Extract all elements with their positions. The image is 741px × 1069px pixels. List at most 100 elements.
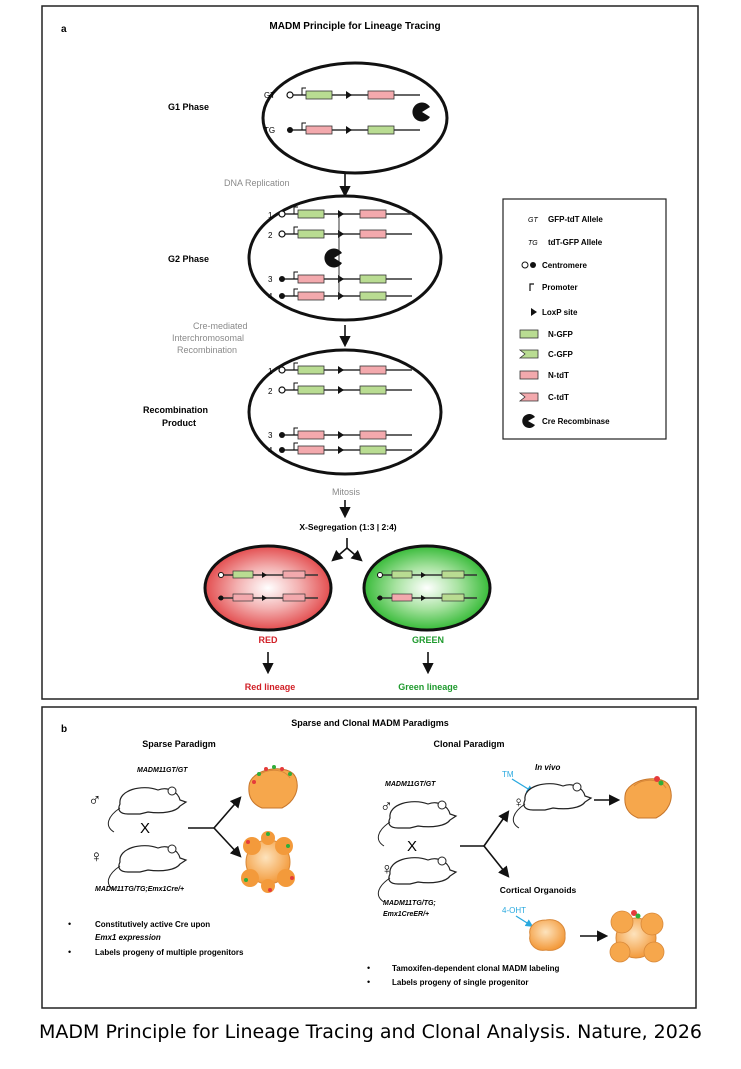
clonal-female-genotype-line2: Emx1CreER/+ — [383, 911, 429, 918]
sparse-female-genotype: MADM11TG/TG;Emx1Cre/+ — [95, 886, 184, 893]
product-label-line1: Recombination — [143, 405, 208, 415]
in-vivo-mouse-icon — [512, 782, 593, 829]
red-daughter-cell — [203, 544, 333, 632]
panel-a-title: MADM Principle for Lineage Tracing — [269, 21, 440, 32]
legend-cre: Cre Recombinase — [522, 414, 610, 428]
clonal-brain-section-icon — [624, 776, 672, 819]
clonal-male-mouse-icon — [377, 800, 458, 847]
red-lineage-label: Red lineage — [245, 682, 296, 692]
cortical-organoids-label: Cortical Organoids — [500, 885, 577, 895]
centromere-open-icon — [521, 261, 529, 269]
sparse-brain-section-icon — [248, 765, 298, 809]
grown-organoid-icon — [609, 910, 665, 963]
in-vivo-label: In vivo — [535, 763, 560, 772]
ngfp-swatch-icon — [519, 329, 539, 339]
clonal-female-symbol-icon: ♀ — [381, 861, 393, 878]
svg-text:N-GFP: N-GFP — [548, 330, 574, 339]
clonal-paradigm-heading: Clonal Paradigm — [433, 739, 504, 749]
sparse-male-genotype: MADM11GT/GT — [137, 767, 188, 774]
product-label-line2: Product — [162, 418, 196, 428]
svg-text:GT: GT — [528, 217, 538, 224]
chrom-label-3-g2: 3 — [268, 275, 273, 284]
sparse-organoid-icon — [241, 831, 295, 893]
clonal-male-symbol-icon: ♂ — [380, 797, 393, 816]
svg-text:LoxP site: LoxP site — [542, 308, 578, 317]
legend-loxp: LoxP site — [531, 308, 578, 317]
legend-cgfp: C-GFP — [518, 349, 574, 359]
sparse-branch-arrows — [188, 796, 242, 858]
sparse-paradigm-heading: Sparse Paradigm — [142, 739, 216, 749]
oht-treatment-arrow — [515, 915, 534, 927]
ntdt-swatch-icon — [519, 370, 539, 380]
female-mouse-icon — [107, 844, 188, 891]
centromere-filled-icon — [530, 262, 536, 268]
green-outcome-label: GREEN — [412, 635, 444, 645]
in-vivo-female-symbol-icon: ♀ — [513, 794, 524, 811]
svg-text:Cre Recombinase: Cre Recombinase — [542, 417, 610, 426]
legend-promoter: Promoter — [529, 283, 578, 292]
clonal-branch-arrows — [460, 810, 510, 878]
legend-ngfp: N-GFP — [519, 329, 574, 339]
male-mouse-icon — [107, 786, 188, 833]
cre-step-line1: Cre-mediated — [193, 321, 248, 331]
sparse-cross-symbol: X — [140, 820, 150, 837]
legend-ntdt: N-tdT — [519, 370, 569, 380]
ctdt-swatch-icon — [518, 392, 539, 402]
4-oht-label: 4-OHT — [502, 906, 526, 915]
panel-b-title: Sparse and Clonal MADM Paradigms — [291, 718, 449, 728]
g1-cell — [261, 61, 449, 175]
dna-replication-label: DNA Replication — [224, 178, 290, 188]
clonal-female-genotype-line1: MADM11TG/TG; — [383, 900, 436, 907]
figure-caption: MADM Principle for Lineage Tracing and C… — [38, 1021, 702, 1043]
red-outcome-label: RED — [258, 635, 278, 645]
cre-step-line3: Recombination — [177, 345, 237, 355]
sparse-bullet2-marker: • — [68, 947, 71, 957]
chrom-label-4-product: 4 — [268, 446, 273, 455]
male-symbol-icon: ♂ — [88, 790, 102, 810]
g2-chromosomes — [278, 206, 412, 301]
x-segregation-label: X-Segregation (1:3 | 2:4) — [299, 522, 396, 532]
chrom-label-4-g2: 4 — [268, 292, 273, 301]
segregation-split-arrows — [331, 538, 363, 562]
cgfp-swatch-icon — [518, 349, 539, 359]
legend-tg: TG tdT-GFP Allele — [528, 238, 603, 247]
legend-ctdt: C-tdT — [518, 392, 569, 402]
svg-text:N-tdT: N-tdT — [548, 371, 569, 380]
svg-text:C-GFP: C-GFP — [548, 350, 574, 359]
clonal-bullet1-marker: • — [367, 963, 370, 973]
legend-box — [502, 198, 667, 440]
g2-phase-label: G2 Phase — [168, 254, 209, 264]
chrom-label-tg: TG — [264, 126, 275, 135]
legend-centromere: Centromere — [521, 261, 587, 270]
mitosis-label: Mitosis — [332, 487, 361, 497]
gt-allele-chromosome — [286, 87, 420, 100]
clonal-female-mouse-icon — [377, 856, 458, 903]
recombination-product-cell — [247, 348, 443, 476]
green-lineage-label: Green lineage — [398, 682, 458, 692]
tm-label: TM — [502, 770, 514, 779]
chrom-label-1-g2: 1 — [268, 211, 273, 220]
small-organoid-icon — [529, 919, 566, 951]
sparse-bullet1-marker: • — [68, 919, 71, 929]
panel-b-frame — [41, 706, 697, 1009]
clonal-male-genotype: MADM11GT/GT — [385, 781, 436, 788]
female-symbol-icon: ♀ — [90, 847, 103, 866]
chrom-label-1-product: 1 — [268, 367, 273, 376]
chrom-label-gt: GT — [264, 91, 275, 100]
sparse-bullet2: Labels progeny of multiple progenitors — [95, 948, 244, 957]
promoter-icon — [529, 283, 534, 291]
clonal-bullet2: Labels progeny of single progenitor — [392, 978, 528, 987]
panel-a-letter: a — [61, 24, 67, 35]
clonal-bullet1: Tamoxifen-dependent clonal MADM labeling — [392, 964, 560, 973]
svg-text:Centromere: Centromere — [542, 261, 587, 270]
red-cell-chromosomes — [218, 570, 318, 602]
chrom-label-3-product: 3 — [268, 431, 273, 440]
svg-text:tdT-GFP Allele: tdT-GFP Allele — [548, 238, 603, 247]
panel-a-frame — [41, 5, 699, 700]
chrom-label-2-g2: 2 — [268, 231, 273, 240]
clonal-bullet2-marker: • — [367, 977, 370, 987]
product-chromosomes — [278, 362, 412, 455]
tg-allele-chromosome — [287, 122, 420, 135]
green-daughter-cell — [362, 544, 492, 632]
legend-gt: GT GFP-tdT Allele — [528, 215, 603, 224]
